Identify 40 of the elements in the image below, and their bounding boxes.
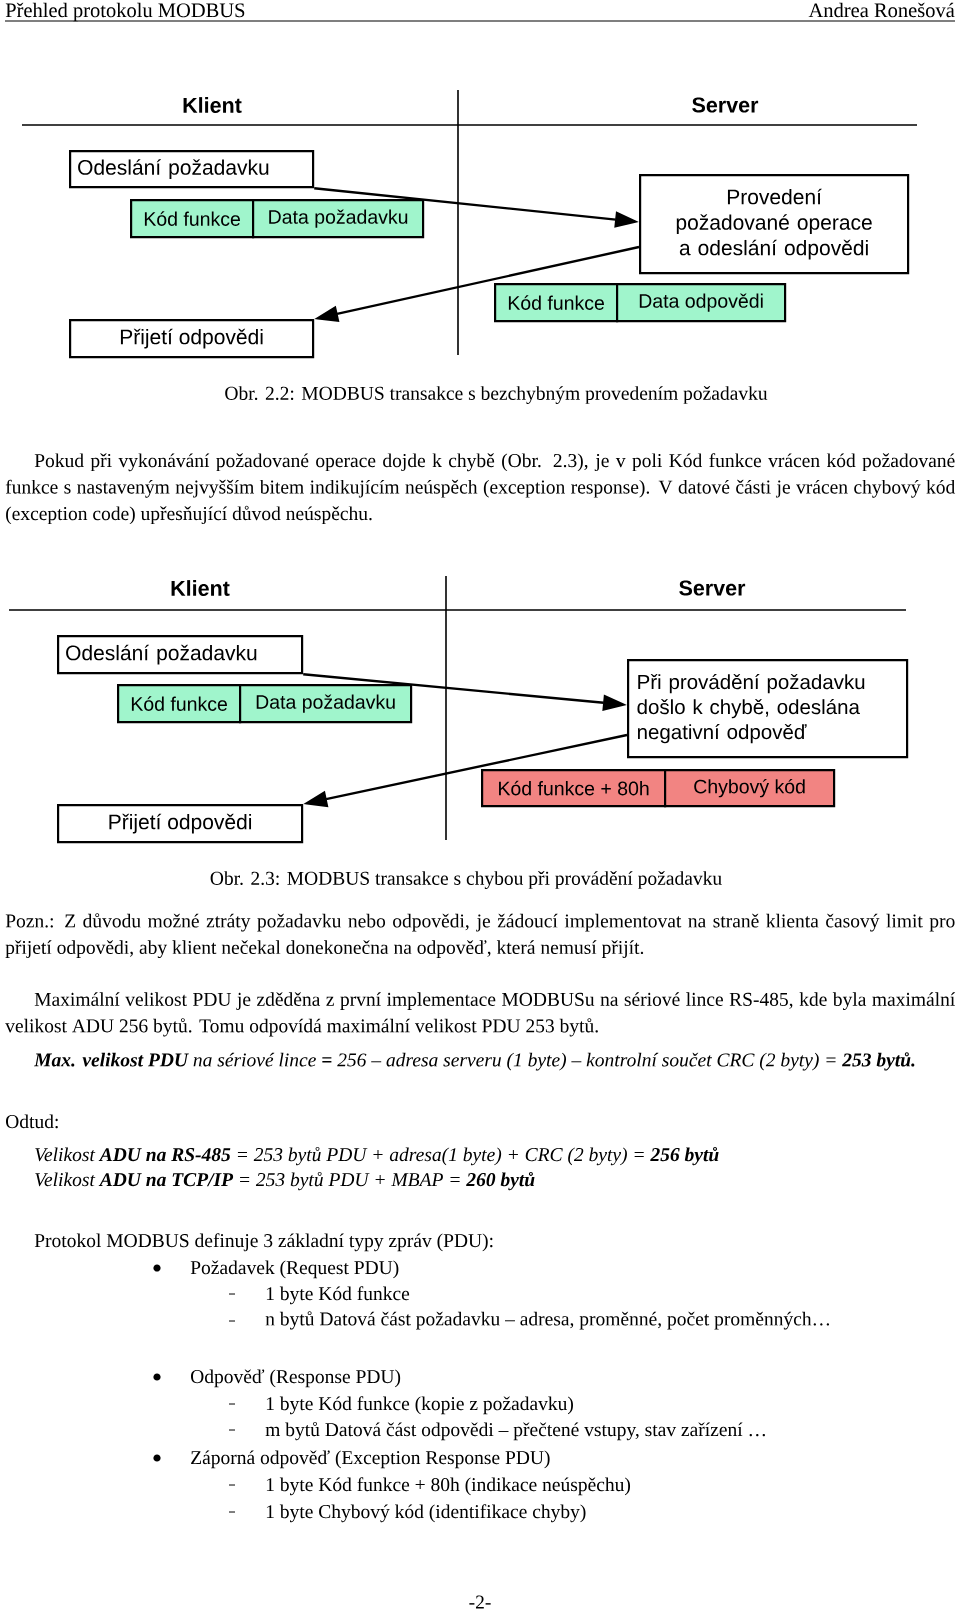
process-box: Odeslání požadavku bbox=[69, 150, 315, 189]
list-item: 1 byte Kód funkce (kopie z požadavku) bbox=[266, 1396, 573, 1415]
process-box: Odeslání požadavku bbox=[57, 635, 304, 675]
list-item: Záporná odpověď (Exception Response PDU) bbox=[191, 1450, 550, 1469]
list-item: Odpověď (Response PDU) bbox=[191, 1369, 401, 1388]
list-item: m bytů Datová část odpovědi – přečtené vstupy, stav zařízení … bbox=[265, 1421, 765, 1441]
process-box: Přijetí odpovědi bbox=[69, 319, 315, 359]
field-box: Chybový kód bbox=[664, 769, 836, 808]
figure-caption: Obr. 2.3: MODBUS transakce s chybou při provádění požadavku bbox=[210, 871, 722, 889]
body-paragraph: Pokud při vykonávání požadované operace dojde k chybě (Obr. 2.3), je v poli Kód funkce vrácen kód požadované funkce s nastaveným nejvyšším bitem indikujícím neúspěch (exception response). V datové části je vrácen chybový kód (exception code) upřesňující důvod neúspěchu. bbox=[5, 453, 956, 525]
header-title: Přehled protokolu MODBUS bbox=[5, 2, 245, 22]
field-box: Data odpovědi bbox=[616, 283, 787, 323]
formula-line: Velikost ADU na RS-485 = 253 bytů PDU + adresa(1 byte) + CRC (2 byty) = 256 bytů bbox=[35, 1146, 719, 1166]
process-box: Provedení požadované operace a odeslání odpovědi bbox=[639, 174, 910, 275]
field-box: Kód funkce bbox=[117, 684, 242, 724]
formula-paragraph: Max. velikost PDU na sériové lince = 256 – adresa serveru (1 byte) – kontrolní součet CRC (2 byty) = 253 bytů. bbox=[33, 1052, 915, 1071]
body-paragraph: Maximální velikost PDU je zděděna z první implementace MODBUSu na sériové lince RS-485, kde byla maximální velikost ADU 256 bytů. Tomu odpovídá maximální velikost PDU 253 bytů. bbox=[5, 992, 956, 1037]
field-box: Data požadavku bbox=[239, 684, 413, 724]
figure-caption: Obr. 2.2: MODBUS transakce s bezchybným provedením požadavku bbox=[225, 386, 768, 404]
process-box: Při provádění požadavku došlo k chybě, odeslána negativní odpověď bbox=[627, 659, 909, 759]
formula-line: Velikost ADU na TCP/IP = 253 bytů PDU + MBAP = 260 bytů bbox=[35, 1171, 535, 1191]
list-item: 1 byte Kód funkce bbox=[266, 1286, 410, 1305]
field-box: Kód funkce + 80h bbox=[481, 769, 667, 808]
list-item: n bytů Datová část požadavku – adresa, proměnné, počet proměnných… bbox=[265, 1311, 830, 1330]
list-item: 1 byte Chybový kód (identifikace chyby) bbox=[266, 1504, 586, 1523]
body-paragraph: Pozn.: Z důvodu možné ztráty požadavku nebo odpovědi, je žádoucí implementovat na straně klienta časový limit pro přijetí odpovědi, aby klient nečekal donekonečna na odpověď, která nemusí přijít. bbox=[5, 913, 955, 959]
body-text: Odtud: bbox=[6, 1114, 58, 1129]
list-item: Požadavek (Request PDU) bbox=[190, 1260, 399, 1279]
column-heading: Klient bbox=[171, 580, 230, 596]
process-box: Přijetí odpovědi bbox=[57, 804, 304, 844]
field-box: Kód funkce bbox=[130, 199, 255, 239]
author-name: Andrea Ronešová bbox=[808, 2, 955, 18]
column-heading: Server bbox=[692, 97, 759, 113]
column-heading: Server bbox=[679, 580, 746, 596]
field-box: Kód funkce bbox=[494, 283, 619, 323]
field-box: Data požadavku bbox=[252, 199, 425, 239]
body-text: Protokol MODBUS definuje 3 základní typy zpráv (PDU): bbox=[34, 1233, 493, 1252]
list-item: 1 byte Kód funkce + 80h (indikace neúspěchu) bbox=[266, 1477, 631, 1496]
column-heading: Klient bbox=[183, 97, 242, 113]
page-number: -2- bbox=[469, 1595, 491, 1609]
